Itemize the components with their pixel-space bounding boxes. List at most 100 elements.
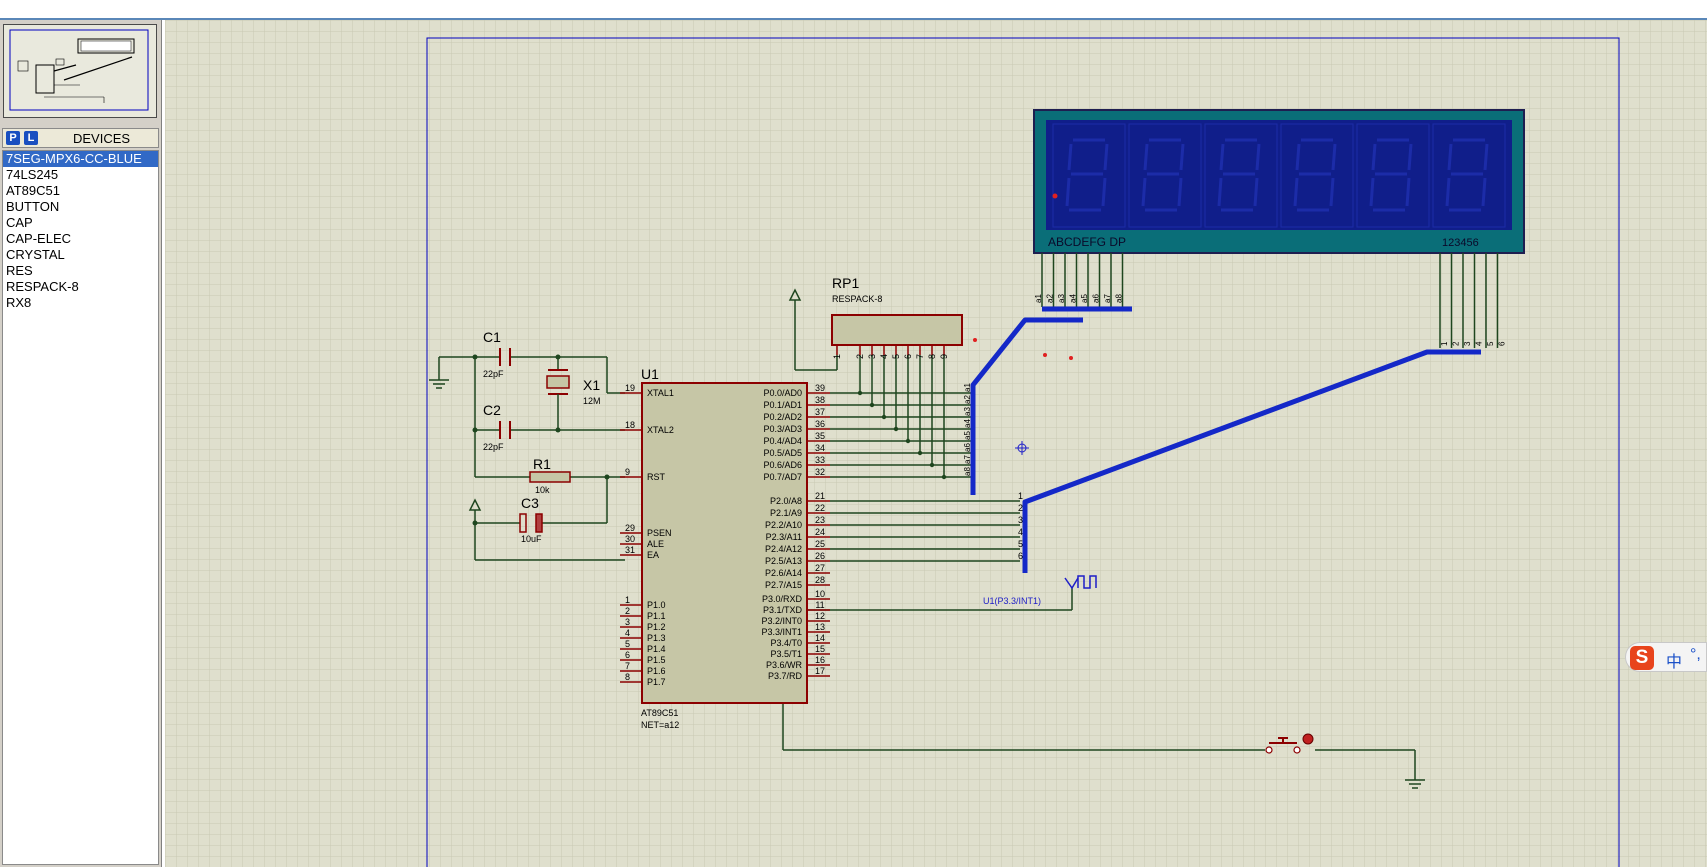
display-seg-net: a6: [1092, 294, 1101, 303]
u1-pin-number: 16: [815, 655, 825, 665]
rp1-pin-number: 5: [891, 354, 901, 359]
u1-part: AT89C51: [641, 708, 678, 718]
u1-pin-name: P1.4: [647, 644, 666, 654]
display-digit-net: 2: [1452, 341, 1461, 346]
device-item[interactable]: RESPACK-8: [6, 279, 79, 294]
device-item[interactable]: CAP-ELEC: [6, 231, 72, 246]
u1-pin-name: P3.3/INT1: [761, 627, 802, 637]
ime-punctuation-toggle[interactable]: °,: [1690, 646, 1701, 663]
p2-bus-wires: [830, 500, 1020, 562]
p2-net-label: 5: [1018, 539, 1023, 549]
digit-cell: [1128, 123, 1202, 228]
device-item[interactable]: CRYSTAL: [6, 247, 65, 262]
u1-pin-number: 3: [625, 617, 630, 627]
rp1-pin-number: 4: [879, 354, 889, 359]
u1-pin-number: 38: [815, 395, 825, 405]
device-item[interactable]: BUTTON: [6, 199, 60, 214]
display-seg-net: a4: [1069, 294, 1078, 303]
u1-pin-name: P0.7/AD7: [763, 472, 802, 482]
chip-u1: [641, 382, 808, 704]
junction-dots: [472, 354, 610, 526]
u1-pin-number: 17: [815, 666, 825, 676]
u1-pin-number: 30: [625, 534, 635, 544]
device-item[interactable]: RES: [6, 263, 33, 278]
u1-pin-name: RST: [647, 472, 666, 482]
display-digit-net: 4: [1475, 341, 1484, 346]
digit-cell: [1052, 123, 1126, 228]
u1-pin-number: 36: [815, 419, 825, 429]
device-item[interactable]: 74LS245: [6, 167, 59, 182]
origin-marker: [1015, 441, 1029, 455]
p2-net-label: 1: [1018, 491, 1023, 501]
u1-pin-name: P1.2: [647, 622, 666, 632]
rp1-part: RESPACK-8: [832, 294, 882, 304]
device-item[interactable]: AT89C51: [6, 183, 60, 198]
c2-ref: C2: [483, 402, 501, 418]
u1-pin-number: 2: [625, 606, 630, 616]
device-item[interactable]: 7SEG-MPX6-CC-BLUE: [3, 151, 158, 167]
u1-pin-name: P1.6: [647, 666, 666, 676]
u1-pin-number: 24: [815, 527, 825, 537]
u1-pin-name: P2.7/A15: [765, 580, 802, 590]
capacitor-c3: [519, 513, 543, 533]
rp1-pin-number: 7: [915, 354, 925, 359]
p0-net-label: a6: [963, 443, 972, 452]
u1-pin-number: 22: [815, 503, 825, 513]
display-seg-net: a3: [1057, 294, 1066, 303]
devices-title: DEVICES: [73, 131, 131, 146]
u1-pin-name: P0.2/AD2: [763, 412, 802, 422]
probe-generator: [1064, 575, 1097, 590]
u1-pin-number: 28: [815, 575, 825, 585]
pick-devices-button[interactable]: P: [6, 131, 20, 145]
u1-pin-number: 26: [815, 551, 825, 561]
stray-markers: [973, 338, 1073, 360]
u1-pin-name: P2.2/A10: [765, 520, 802, 530]
u1-pin-name: P3.1/TXD: [763, 605, 803, 615]
u1-pin-name: P0.5/AD5: [763, 448, 802, 458]
display-seg-net: a8: [1115, 294, 1124, 303]
u1-pin-name: P1.1: [647, 611, 666, 621]
library-manager-button[interactable]: L: [24, 131, 38, 145]
u1-pin-number: 37: [815, 407, 825, 417]
overview-window[interactable]: [3, 24, 157, 118]
ime-toolbar[interactable]: S 中 °,: [1625, 642, 1707, 672]
respack-rp1: [831, 314, 963, 477]
u1-pin-name: P3.7/RD: [768, 671, 803, 681]
ime-logo-icon[interactable]: S: [1630, 646, 1654, 670]
data-buses: [970, 317, 1481, 573]
p2-net-label: 4: [1018, 527, 1023, 537]
ime-language-toggle[interactable]: 中: [1666, 652, 1683, 671]
rp1-pin-number: 8: [927, 354, 937, 359]
u1-pin-number: 11: [815, 600, 824, 610]
device-item[interactable]: RX8: [6, 295, 32, 310]
probe-label: U1(P3.3/INT1): [983, 596, 1041, 606]
c3-value: 10uF: [521, 534, 542, 544]
u1-pin-number: 15: [815, 644, 825, 654]
u1-pin-name: P2.6/A14: [765, 568, 802, 578]
u1-pin-name: P3.6/WR: [766, 660, 803, 670]
u1-pin-name: P0.6/AD6: [763, 460, 802, 470]
device-item[interactable]: CAP: [6, 215, 33, 230]
u1-pin-name: P3.0/RXD: [762, 594, 803, 604]
u1-right-pins: 39P0.0/AD038P0.1/AD137P0.2/AD236P0.3/AD3…: [761, 383, 830, 681]
rp1-pin-number: 2: [855, 354, 865, 359]
u1-pin-name: P1.3: [647, 633, 666, 643]
u1-pin-number: 21: [815, 491, 825, 501]
window-top-border: [0, 18, 1707, 20]
digit-cells: [1052, 123, 1506, 228]
u1-pin-name: P2.1/A9: [770, 508, 802, 518]
resistor-r1: [529, 471, 571, 483]
u1-pin-name: P0.1/AD1: [763, 400, 802, 410]
u1-pin-number: 14: [815, 633, 825, 643]
u1-pin-number: 39: [815, 383, 825, 393]
u1-pin-name: ALE: [647, 539, 664, 549]
digit-cell: [1204, 123, 1278, 228]
p0-net-label: a2: [963, 395, 972, 404]
r1-value: 10k: [535, 485, 550, 495]
